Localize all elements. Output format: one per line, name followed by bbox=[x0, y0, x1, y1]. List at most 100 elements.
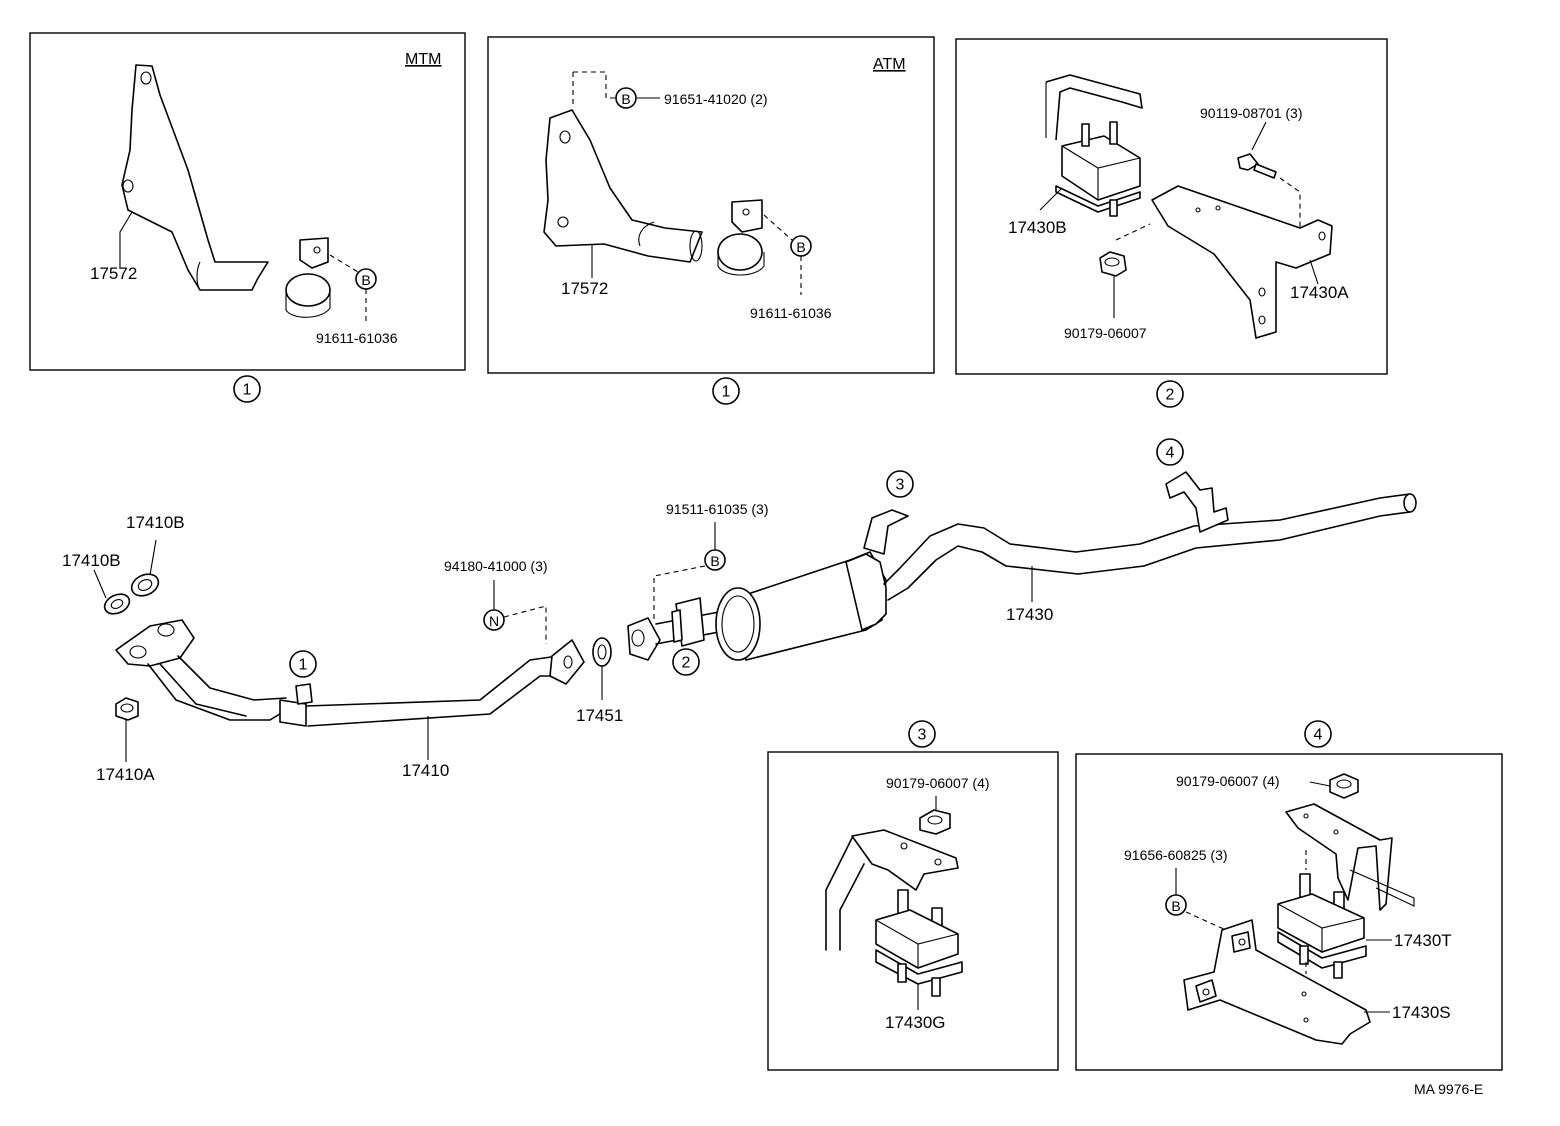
nut-17410A bbox=[115, 697, 139, 721]
pipe-callout-1-text: 1 bbox=[299, 657, 308, 674]
view-callout-2-panel bbox=[1156, 380, 1184, 408]
mtm-bracket-17572 bbox=[121, 64, 269, 291]
front-pipe-17410 bbox=[115, 619, 563, 727]
atm-bolt-marker-text: B bbox=[796, 239, 805, 255]
hanger2-bracket-label: 17430A bbox=[1290, 283, 1349, 302]
hanger4-mount-label: 17430T bbox=[1394, 931, 1452, 950]
view-callout-1-atm bbox=[712, 377, 740, 405]
hanger3-mount-label: 17430G bbox=[885, 1013, 946, 1032]
pipe-callout-3-text: 3 bbox=[896, 477, 905, 494]
view-callout-1-atm-text: 1 bbox=[722, 384, 731, 401]
view-callout-4-panel-text: 4 bbox=[1314, 727, 1323, 744]
hanger2-bolt-dash bbox=[1279, 177, 1301, 228]
atm-clamp bbox=[717, 199, 765, 276]
atm-top-bolt-marker bbox=[615, 87, 637, 109]
gasket-17451-label: 17451 bbox=[576, 706, 623, 725]
atm-top-bolt-marker-text: B bbox=[621, 91, 630, 107]
mtm-clamp-dash bbox=[329, 254, 359, 273]
hanger4-bolt-marker bbox=[1165, 894, 1187, 916]
pipe-callout-2-text: 2 bbox=[682, 655, 691, 672]
view-callout-4-panel bbox=[1304, 720, 1332, 748]
hanger4-bracket-label: 17430S bbox=[1392, 1003, 1451, 1022]
view-callout-1-mtm bbox=[233, 375, 261, 403]
panel-atm: ATM B 91651-41020 (2) 17572 B 91611-6103… bbox=[487, 36, 935, 374]
pipe-callout-4 bbox=[1156, 438, 1184, 466]
hanger4-upper-bracket-tab bbox=[1349, 869, 1415, 907]
figure-code: MA 9976-E bbox=[1414, 1081, 1483, 1097]
hanger3-nut bbox=[919, 809, 951, 835]
view-callout-2-panel-text: 2 bbox=[1166, 387, 1175, 404]
bolt-b-label: 91511-61035 (3) bbox=[666, 501, 768, 517]
view-callout-1-mtm-text: 1 bbox=[243, 382, 252, 399]
hanger3-pipe-frame-inner bbox=[839, 863, 865, 951]
hanger2-bolt bbox=[1237, 153, 1277, 179]
hanger4-bracket-hole-2 bbox=[1333, 829, 1339, 835]
atm-top-bolt-label: 91651-41020 (2) bbox=[664, 91, 768, 107]
bolt-marker-b-text: B bbox=[710, 553, 719, 569]
mtm-bracket-leader bbox=[119, 211, 133, 268]
atm-clamp-dash bbox=[763, 214, 793, 241]
gasket-17410B-upper-leader bbox=[149, 539, 157, 576]
panel-hanger-2-frame bbox=[955, 38, 1388, 375]
view-callout-3-panel-text: 3 bbox=[918, 727, 927, 744]
nut-17410A-label: 17410A bbox=[96, 765, 155, 784]
hanger2-bracket-17430A bbox=[1151, 185, 1333, 339]
front-pipe-flange bbox=[549, 639, 585, 685]
gasket-17410B-lower bbox=[103, 593, 131, 615]
gasket-17410B-upper bbox=[130, 573, 160, 597]
main-assembly: 17410B 17410B 17410 1 17 bbox=[62, 438, 1417, 784]
panel-atm-header: ATM bbox=[873, 56, 906, 73]
bolt-b-dash bbox=[653, 565, 706, 622]
mtm-bracket-label: 17572 bbox=[90, 264, 137, 283]
hanger2-nut bbox=[1099, 251, 1127, 277]
hanger4-bracket-hole bbox=[1303, 813, 1309, 819]
panel-mtm: MTM 17572 B 91611-61036 bbox=[29, 32, 466, 371]
mtm-clamp bbox=[285, 237, 331, 318]
gasket-17410B-upper-label: 17410B bbox=[126, 513, 185, 532]
hanger4-nut-label: 90179-06007 (4) bbox=[1176, 773, 1280, 789]
tail-pipe-label: 17430 bbox=[1006, 605, 1053, 624]
hanger2-mount-leader bbox=[1039, 187, 1063, 211]
hanger2-rubber-mount bbox=[1055, 121, 1141, 217]
bolt-marker-n-text: N bbox=[489, 613, 499, 629]
bolt-n-dash bbox=[503, 605, 547, 644]
hanger3-rubber-mount bbox=[875, 889, 963, 997]
hanger4-bolt-dash bbox=[1185, 911, 1227, 931]
panel-hanger-2: 17430B 90119-08701 (3) 17430A 90179-0600… bbox=[955, 38, 1388, 375]
bolt-n-label: 94180-41000 (3) bbox=[444, 558, 548, 574]
panel-atm-frame bbox=[487, 36, 935, 374]
hanger2-bracket-leader bbox=[1309, 259, 1319, 285]
panel-hanger-3-frame bbox=[767, 751, 1059, 1071]
front-pipe-label: 17410 bbox=[402, 761, 449, 780]
pipe-callout-4-text: 4 bbox=[1166, 445, 1175, 462]
view-callout-3-panel bbox=[908, 720, 936, 748]
hanger3-nut-label: 90179-06007 (4) bbox=[886, 775, 990, 791]
atm-bracket-label: 17572 bbox=[561, 279, 608, 298]
panel-hanger-4: 90179-06007 (4) 17430T 91656-60825 (3) B bbox=[1075, 753, 1503, 1071]
panel-hanger-4-frame bbox=[1075, 753, 1503, 1071]
hanger2-bolt-label: 90119-08701 (3) bbox=[1200, 105, 1302, 121]
pipe-callout-1 bbox=[289, 650, 317, 678]
gasket-17410B-lower-leader bbox=[93, 569, 107, 599]
hanger3-bracket-hole bbox=[900, 842, 908, 850]
panel-mtm-header: MTM bbox=[405, 51, 441, 68]
panel-mtm-frame bbox=[29, 32, 466, 371]
muffler-assembly bbox=[627, 471, 1417, 661]
hanger2-mount-label: 17430B bbox=[1008, 218, 1067, 237]
hanger4-upper-bracket bbox=[1285, 803, 1393, 911]
panel-hanger-3: 90179-06007 (4) 17430G bbox=[767, 751, 1059, 1071]
hanger4-nut bbox=[1329, 773, 1359, 799]
hanger4-rubber-mount bbox=[1277, 873, 1367, 979]
hanger2-nut-label: 90179-06007 bbox=[1064, 325, 1147, 341]
hanger4-lower-bracket bbox=[1183, 919, 1371, 1045]
hanger3-bracket bbox=[851, 829, 959, 891]
hanger2-nut-dash bbox=[1115, 223, 1151, 241]
mtm-bolt-marker-text: B bbox=[361, 272, 370, 288]
atm-bolt-label: 91611-61036 bbox=[750, 305, 832, 321]
hanger2-upper-bracket bbox=[1045, 74, 1143, 141]
pipe-callout-3 bbox=[886, 470, 914, 498]
pipe-callout-2 bbox=[672, 648, 700, 676]
gasket-17410B-lower-label: 17410B bbox=[62, 551, 121, 570]
front-pipe-flange-hole bbox=[563, 655, 573, 669]
